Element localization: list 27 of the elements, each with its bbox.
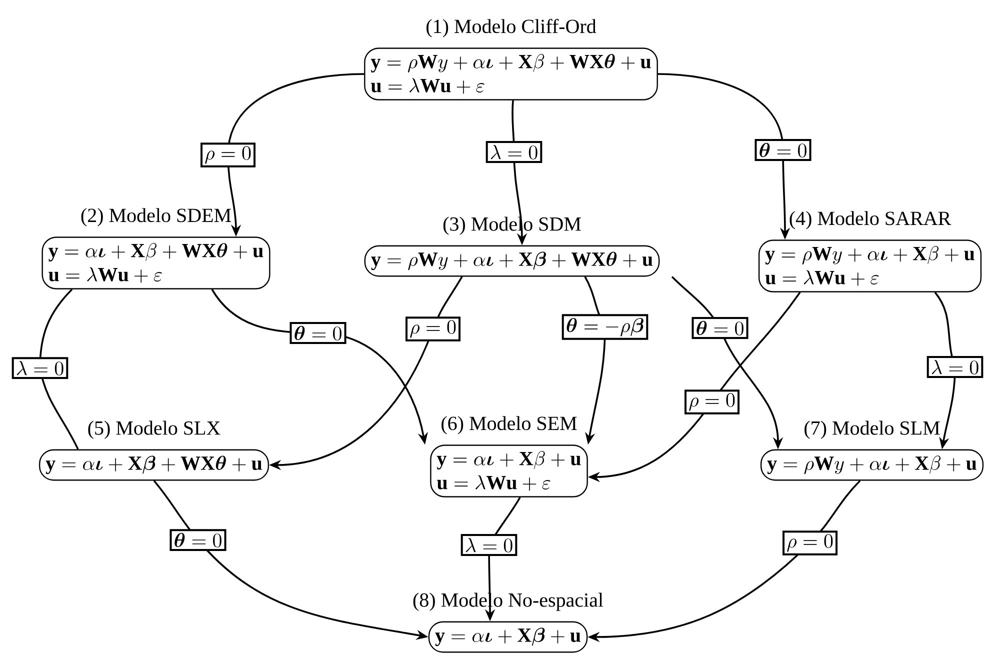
- edge-label: $\boldsymbol{\theta} = 0$: [290, 322, 346, 344]
- edge-label: $\boldsymbol{\theta} = -\rho\boldsymbol{\beta}$: [562, 314, 648, 340]
- edge-label: $\rho = 0$: [406, 316, 460, 342]
- edge-label: $\rho = 0$: [684, 390, 740, 414]
- edge-label: $\lambda = 0$: [460, 534, 518, 556]
- model-box: $\mathbf{y}=\alpha\boldsymbol{\iota}+\mathbf{X}\beta+\mathbf{W}\mathbf{X}\boldsymbol{\theta}+\mathbf{u}$ $\mathbf{u}=\lambda\mathbf{W}\mathbf{u}+\varepsilon$: [42, 236, 270, 290]
- edge-label: $\lambda = 0$: [486, 141, 542, 163]
- model-box: $\mathbf{y}=\rho\mathbf{W}y+\alpha\boldsymbol{\iota}+\mathbf{X}\beta+\mathbf{W}\mathbf{X}\boldsymbol{\theta}+\mathbf{u}$ $\mathbf{u}=\lambda\mathbf{W}\mathbf{u}+\varepsilon$: [364, 48, 658, 100]
- edge-label: $\boldsymbol{\theta} = 0$: [170, 529, 226, 551]
- model-heading: (7) Modelo SLM: [804, 420, 940, 439]
- model-heading: (1) Modelo Cliff-Ord: [426, 18, 596, 38]
- edge-label: $\boldsymbol{\theta} = 0$: [692, 317, 748, 339]
- edge-label: $\rho = 0$: [782, 530, 838, 556]
- model-box: $\mathbf{y}=\alpha\boldsymbol{\iota}+\mathbf{X}\boldsymbol{\beta}+\mathbf{W}\mathbf{X}\boldsymbol{\theta}+\mathbf{u}$: [38, 449, 270, 481]
- model-box: $\mathbf{y}=\rho\mathbf{W}y+\alpha\boldsymbol{\iota}+\mathbf{X}\boldsymbol{\beta}+\mathbf{W}\mathbf{X}\boldsymbol{\theta}+\mathbf{u}$: [364, 245, 660, 277]
- model-box: $\mathbf{y}=\alpha\boldsymbol{\iota}+\mathbf{X}\boldsymbol{\beta}+\mathbf{u}$: [428, 621, 588, 653]
- edge-label: $\boldsymbol{\theta} = 0$: [754, 139, 812, 161]
- model-box: $\mathbf{y}=\alpha\boldsymbol{\iota}+\mathbf{X}\beta+\mathbf{u}$ $\mathbf{u}=\lambda\mathbf{W}\mathbf{u}+\varepsilon$: [430, 444, 588, 498]
- edge-label: $\rho = 0$: [200, 142, 256, 168]
- model-heading: (5) Modelo SLX: [88, 420, 220, 439]
- model-heading: (4) Modelo SARAR: [790, 211, 952, 230]
- model-heading: (2) Modelo SDEM: [81, 208, 231, 226]
- model-heading: (6) Modelo SEM: [442, 416, 577, 434]
- edge-label: $\lambda = 0$: [12, 357, 68, 379]
- model-box: $\mathbf{y}=\rho\mathbf{W}y+\alpha\boldsymbol{\iota}+\mathbf{X}\beta+\mathbf{u}$ $\mathbf{u}=\lambda\mathbf{W}\mathbf{u}+\varepsilon$: [758, 240, 982, 292]
- edge-label: $\lambda = 0$: [926, 356, 984, 378]
- model-box: $\mathbf{y}=\rho\mathbf{W}y+\alpha\boldsymbol{\iota}+\mathbf{X}\beta+\mathbf{u}$: [760, 449, 984, 481]
